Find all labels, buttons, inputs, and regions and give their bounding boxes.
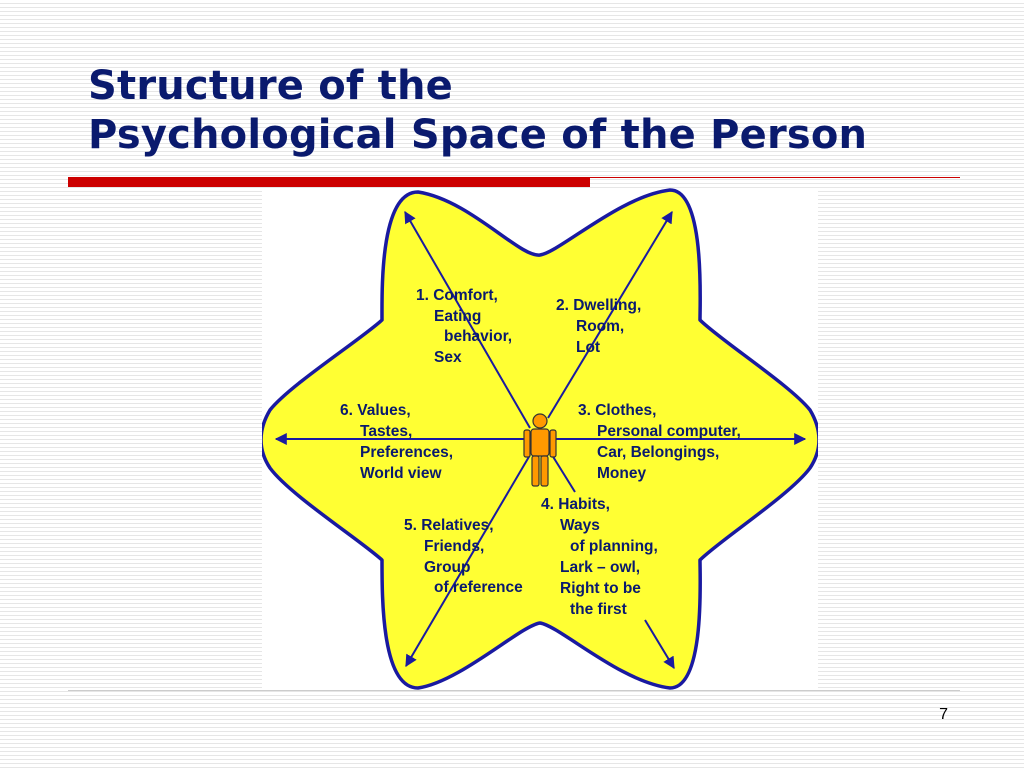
label-3-line: Money [597,465,646,482]
label-4-habits: 4. Habits, Ways of planning, Lark – owl,… [541,496,662,618]
slide-title-line-2: Psychological Space of the Person [88,112,868,158]
footer-rule [68,690,960,691]
label-4-line: 4. Habits, [541,496,610,513]
label-4-line: the first [570,601,627,618]
title-underline-red [68,177,590,187]
label-1-line: behavior, [444,328,512,345]
label-5-line: Friends, [424,538,484,555]
label-3-line: Car, Belongings, [597,444,719,461]
label-1-line: Eating [434,308,481,325]
label-5-relatives: 5. Relatives, Friends, Group of referenc… [404,517,523,596]
label-3-line: Personal computer, [597,423,741,440]
label-2-line: 2. Dwelling, [556,297,641,314]
arrow-2 [547,210,673,419]
label-4-line: Ways [560,517,600,534]
person-icon [523,413,557,487]
label-2-line: Room, [576,318,624,335]
label-1-line: 1. Comfort, [416,287,498,304]
psychological-space-diagram: 1. Comfort, Eating behavior, Sex 2. Dwel… [262,188,818,690]
slide-title: Structure of the Psychological Space of … [88,62,867,160]
label-6-line: World view [360,465,442,482]
label-2-line: Lot [576,339,600,356]
slide-title-line-1: Structure of the [88,63,453,109]
label-6-line: Preferences, [360,444,453,461]
diagram-panel: 1. Comfort, Eating behavior, Sex 2. Dwel… [262,188,818,690]
arrow-5 [405,454,531,668]
arrows [274,210,807,670]
label-1-line: Sex [434,349,462,366]
label-2-dwelling: 2. Dwelling, Room, Lot [556,297,646,356]
label-5-line: Group [424,559,471,576]
label-4-line: of planning, [570,538,658,555]
label-4-line: Lark – owl, [560,559,640,576]
label-4-line: Right to be [560,580,641,597]
page-number: 7 [939,706,948,723]
arrow-4-outer [644,619,675,670]
arrow-1 [404,210,531,429]
label-5-line: of reference [434,579,523,596]
label-1-comfort: 1. Comfort, Eating behavior, Sex [416,287,516,366]
label-6-line: Tastes, [360,423,412,440]
label-6-values: 6. Values, Tastes, Preferences, World vi… [340,402,457,482]
title-underline-thin [590,177,960,178]
arrow-4-inner [551,454,576,493]
label-3-line: 3. Clothes, [578,402,656,419]
label-5-line: 5. Relatives, [404,517,494,534]
label-6-line: 6. Values, [340,402,411,419]
label-3-clothes: 3. Clothes, Personal computer, Car, Belo… [578,402,745,482]
